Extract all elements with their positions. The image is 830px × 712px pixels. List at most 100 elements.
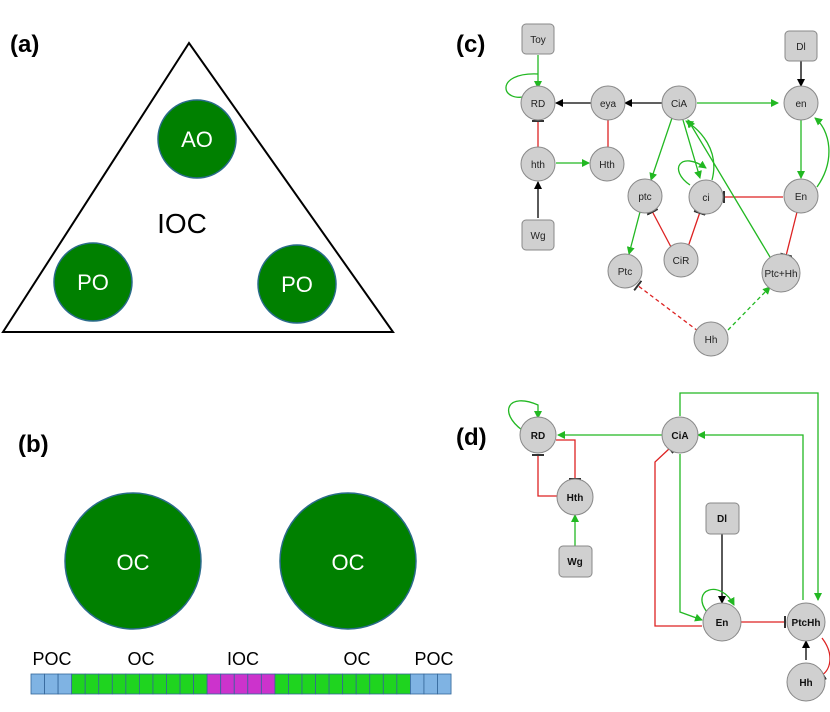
cell-27	[396, 673, 411, 695]
edge-cia-ci	[682, 119, 702, 179]
edge-ci-self	[677, 160, 707, 186]
cell-17	[260, 673, 276, 695]
node-eya	[590, 85, 626, 121]
node-ptc-gene	[627, 178, 663, 214]
node-en-prot	[783, 178, 819, 214]
cell-bar	[30, 673, 452, 695]
node-d-ptchh	[786, 602, 826, 642]
cell-29	[423, 673, 438, 695]
node-en-prot-label: En	[795, 192, 807, 203]
cell-11	[179, 673, 195, 695]
bar-label-poc-left: POC	[32, 649, 71, 669]
node-d-wg-label: Wg	[567, 557, 583, 568]
node-cir	[663, 242, 699, 278]
node-dl	[784, 30, 818, 62]
po-left-label: PO	[77, 270, 109, 295]
cell-5	[98, 673, 113, 695]
cell-22	[328, 673, 344, 695]
panel-c-edges	[505, 55, 830, 332]
node-ptc-gene-label: ptc	[638, 192, 651, 203]
cell-30	[437, 673, 452, 695]
cell-18	[274, 673, 289, 695]
cell-1	[44, 673, 59, 695]
edge-d-en-self	[701, 588, 735, 613]
node-d-dl	[705, 502, 740, 535]
panel-label-c: (c)	[456, 31, 485, 58]
cell-2	[57, 673, 73, 695]
cell-0	[30, 673, 45, 695]
edge-d-cia-en	[679, 454, 703, 622]
node-hth-gene-label: hth	[531, 160, 545, 171]
node-hh	[693, 321, 729, 357]
node-cia	[661, 85, 697, 121]
node-hth-prot-label: Hth	[599, 160, 615, 171]
node-ptc-hh	[761, 253, 801, 293]
cell-4	[84, 673, 100, 695]
cell-3	[71, 673, 86, 695]
edge-cia-ptc	[649, 117, 673, 181]
node-wg	[521, 219, 555, 251]
node-dl-label: Dl	[796, 42, 805, 53]
node-d-hth	[556, 478, 594, 516]
edge-ci-cia	[685, 120, 715, 181]
edge-cir-ptc	[646, 208, 672, 248]
cell-14	[220, 673, 235, 695]
edge-en-ptchh	[780, 211, 798, 258]
node-ptc-prot	[607, 253, 643, 289]
panel-label-d: (d)	[456, 424, 487, 451]
cell-25	[369, 673, 384, 695]
cell-28	[409, 673, 425, 695]
node-d-hh	[786, 662, 826, 702]
ao-label: AO	[181, 127, 213, 152]
node-ptc-hh-label: Ptc+Hh	[764, 269, 797, 280]
node-rd	[520, 85, 556, 121]
node-d-cia-label: CiA	[671, 431, 688, 442]
edge-cir-ci	[687, 210, 706, 248]
node-ci-label: ci	[702, 193, 709, 204]
edge-d-ptchh-hh	[818, 637, 830, 681]
cell-6	[111, 673, 127, 695]
node-hh-label: Hh	[705, 335, 718, 346]
edge-hh-ptchh	[727, 286, 771, 331]
bar-label-ioc: IOC	[227, 649, 259, 669]
panel-label-a: (a)	[10, 31, 39, 58]
cell-15	[233, 673, 249, 695]
panel-d-edges	[507, 392, 830, 681]
node-d-en	[702, 602, 742, 642]
cell-12	[193, 673, 208, 695]
edge-d-hth-rd	[532, 454, 558, 497]
node-en-gene	[783, 85, 819, 121]
cell-8	[138, 673, 154, 695]
node-rd-label: RD	[531, 99, 545, 110]
bar-label-oc-left: OC	[128, 649, 155, 669]
oc-right-circle	[279, 492, 417, 630]
node-hth-prot	[589, 146, 625, 182]
node-toy-label: Toy	[530, 35, 546, 46]
bar-label-poc-right: POC	[414, 649, 453, 669]
cell-10	[166, 673, 181, 695]
cell-7	[125, 673, 140, 695]
oc-left-circle	[64, 492, 202, 630]
node-cir-label: CiR	[673, 256, 690, 267]
node-cia-label: CiA	[671, 99, 687, 110]
edge-hh-ptc	[633, 280, 699, 332]
cell-13	[206, 673, 222, 695]
node-d-hth-label: Hth	[567, 493, 584, 504]
cell-16	[247, 673, 262, 695]
cell-19	[288, 673, 303, 695]
po-right-label: PO	[281, 272, 313, 297]
cell-9	[152, 673, 167, 695]
node-d-wg	[558, 545, 593, 578]
edge-d-ptchh-cia	[697, 431, 804, 600]
node-wg-label: Wg	[531, 231, 546, 242]
node-d-hh-label: Hh	[799, 678, 812, 689]
panel-label-b: (b)	[18, 431, 49, 458]
node-ptc-prot-label: Ptc	[618, 267, 632, 278]
node-d-dl-label: Dl	[717, 514, 727, 525]
cell-20	[301, 673, 316, 695]
edge-rd-self	[505, 73, 539, 98]
edge-en-prot-gene	[814, 117, 830, 188]
edge-ptc-ptcp	[626, 211, 641, 255]
node-d-cia	[661, 416, 699, 454]
